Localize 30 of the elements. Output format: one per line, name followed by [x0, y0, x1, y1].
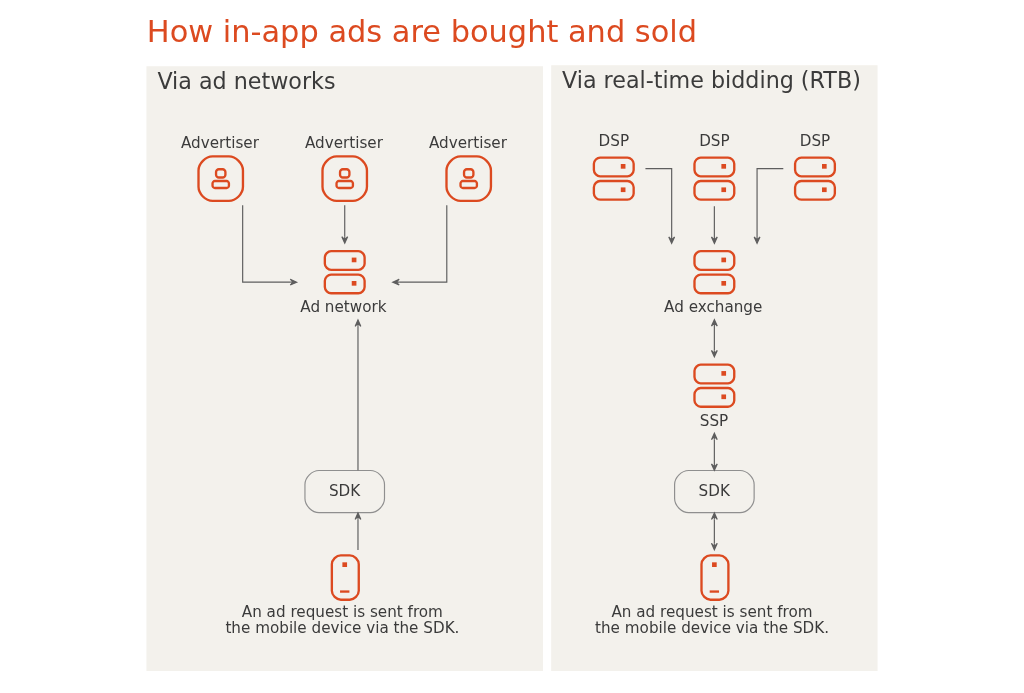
- arrow: [710, 205, 718, 244]
- node-label: DSP: [598, 132, 630, 151]
- node-label: An ad request is sent from the mobile device via the SDK.: [595, 602, 830, 637]
- node-label: DSP: [699, 132, 730, 151]
- node-box: SDK: [674, 469, 755, 514]
- node-label: Advertiser: [428, 133, 507, 152]
- node-box: [330, 554, 360, 601]
- node-box: [700, 554, 730, 601]
- arrow: [242, 204, 298, 286]
- node-box: [445, 155, 493, 203]
- arrow: [354, 512, 362, 551]
- arrow: [392, 204, 448, 286]
- arrow: [341, 204, 349, 244]
- node-label: SSP: [699, 411, 729, 430]
- node-label: Advertiser: [180, 133, 259, 152]
- node-label: Advertiser: [304, 133, 383, 152]
- arrow: [710, 512, 718, 551]
- arrow: [644, 168, 676, 244]
- node-box: [321, 155, 369, 203]
- diagram-title: How in-app ads are bought and sold: [146, 14, 698, 50]
- node-box: SDK: [304, 469, 386, 514]
- node-label: Ad network: [300, 298, 387, 317]
- node-label: DSP: [799, 132, 831, 151]
- node-label: An ad request is sent from the mobile device via the SDK.: [225, 602, 460, 637]
- arrow: [710, 432, 718, 471]
- arrow: [753, 168, 784, 244]
- arrow: [354, 319, 362, 471]
- arrow: [710, 319, 718, 358]
- node-label: Ad exchange: [664, 298, 763, 317]
- node-box: [197, 155, 245, 203]
